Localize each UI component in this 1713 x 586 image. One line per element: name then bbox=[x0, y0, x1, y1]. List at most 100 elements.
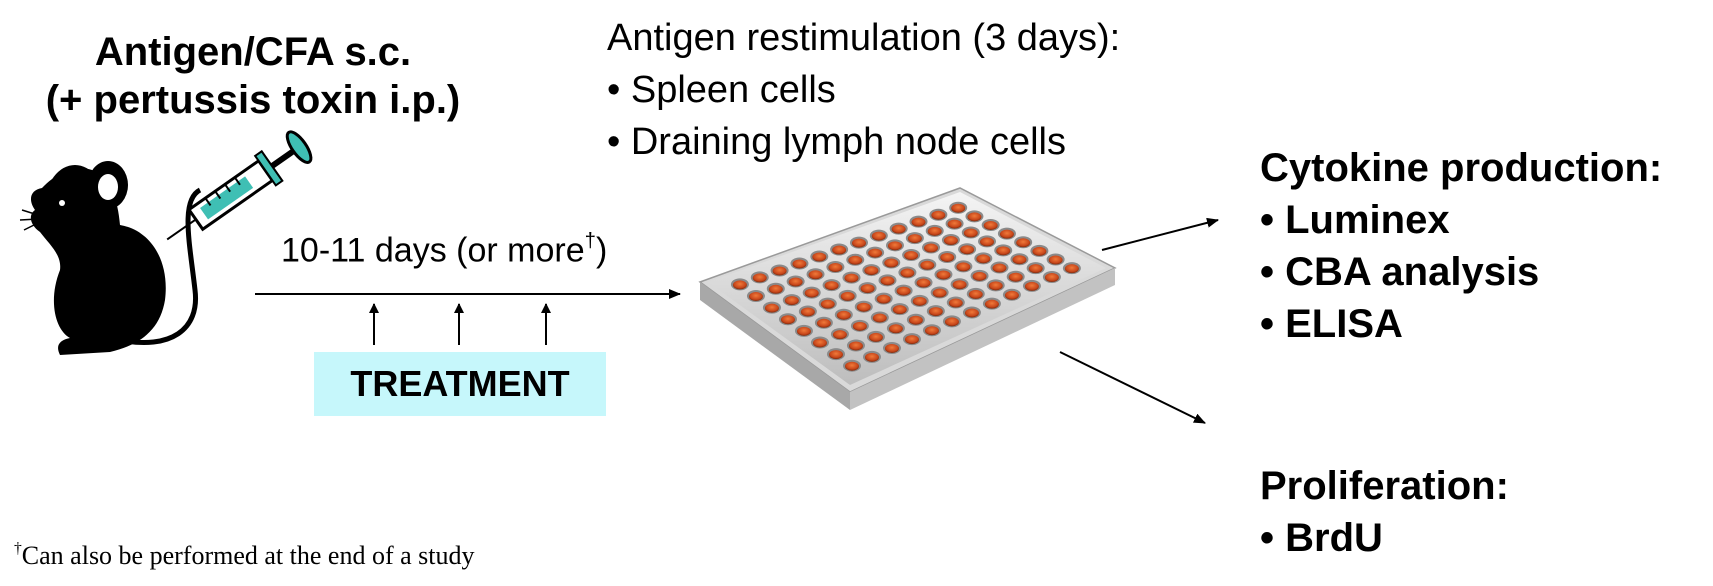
well bbox=[967, 212, 982, 222]
well bbox=[816, 318, 831, 328]
well bbox=[988, 281, 1003, 291]
well bbox=[960, 245, 975, 255]
duration-dagger: † bbox=[584, 230, 596, 252]
duration-text: 10-11 days (or more bbox=[281, 231, 585, 270]
well bbox=[1024, 281, 1039, 291]
well bbox=[920, 260, 935, 270]
proliferation-block: Proliferation: • BrdU bbox=[1260, 460, 1509, 564]
proliferation-item-brdu: • BrdU bbox=[1260, 516, 1383, 560]
well bbox=[812, 252, 827, 262]
well bbox=[947, 219, 962, 229]
well bbox=[1044, 273, 1059, 283]
well bbox=[992, 263, 1007, 273]
well bbox=[828, 263, 843, 273]
well bbox=[900, 268, 915, 278]
footnote-text: Can also be performed at the end of a st… bbox=[21, 540, 475, 570]
duration-label: 10-11 days (or more†) bbox=[281, 230, 607, 270]
well bbox=[983, 221, 998, 231]
well bbox=[1032, 246, 1047, 256]
well bbox=[888, 324, 903, 334]
well bbox=[764, 303, 779, 313]
well bbox=[884, 258, 899, 268]
restimulation-item-spleen: • Spleen cells bbox=[607, 69, 836, 111]
well bbox=[916, 278, 931, 288]
proliferation-heading: Proliferation: bbox=[1260, 464, 1509, 508]
well bbox=[948, 298, 963, 308]
well bbox=[828, 350, 843, 360]
well bbox=[907, 234, 922, 244]
mouse-icon bbox=[19, 161, 202, 355]
well bbox=[844, 361, 859, 371]
well bbox=[884, 343, 899, 353]
well bbox=[1008, 272, 1023, 282]
well bbox=[780, 315, 795, 325]
restimulation-item-lymph: • Draining lymph node cells bbox=[607, 121, 1066, 163]
cytokine-item-cba: • CBA analysis bbox=[1260, 250, 1540, 294]
well bbox=[864, 352, 879, 362]
well bbox=[1028, 264, 1043, 274]
well bbox=[1004, 290, 1019, 300]
arrow-to-cytokine bbox=[1101, 217, 1219, 251]
well bbox=[868, 332, 883, 342]
well bbox=[732, 280, 747, 290]
immunization-title: Antigen/CFA s.c. (+ pertussis toxin i.p.… bbox=[18, 28, 488, 124]
well bbox=[984, 299, 999, 309]
well bbox=[908, 315, 923, 325]
well bbox=[927, 226, 942, 236]
footnote-dagger: † bbox=[14, 540, 22, 557]
well bbox=[748, 292, 763, 302]
well bbox=[940, 252, 955, 262]
well bbox=[936, 270, 951, 280]
well bbox=[896, 286, 911, 296]
well bbox=[956, 262, 971, 272]
well bbox=[964, 308, 979, 318]
cytokine-item-luminex: • Luminex bbox=[1260, 198, 1450, 242]
well bbox=[891, 224, 906, 234]
well bbox=[932, 288, 947, 298]
well bbox=[943, 236, 958, 246]
well bbox=[788, 277, 803, 287]
well bbox=[752, 273, 767, 283]
well bbox=[924, 243, 939, 253]
well bbox=[1064, 264, 1079, 274]
well bbox=[980, 237, 995, 247]
restimulation-block: Antigen restimulation (3 days): • Spleen… bbox=[607, 12, 1120, 168]
well bbox=[912, 296, 927, 306]
treatment-label: TREATMENT bbox=[350, 363, 570, 404]
well bbox=[976, 254, 991, 264]
well bbox=[871, 231, 886, 241]
duration-close: ) bbox=[595, 231, 608, 270]
cytokine-block: Cytokine production: • Luminex • CBA ana… bbox=[1260, 142, 1662, 350]
well bbox=[812, 338, 827, 348]
well bbox=[844, 273, 859, 283]
well bbox=[808, 270, 823, 280]
well bbox=[1016, 238, 1031, 248]
well bbox=[1012, 255, 1027, 265]
well bbox=[768, 284, 783, 294]
well bbox=[820, 299, 835, 309]
well bbox=[880, 276, 895, 286]
well bbox=[824, 281, 839, 291]
well bbox=[951, 203, 966, 213]
well bbox=[887, 241, 902, 251]
treatment-box: TREATMENT bbox=[314, 352, 606, 416]
well bbox=[800, 307, 815, 317]
footnote: †Can also be performed at the end of a s… bbox=[14, 540, 475, 571]
well bbox=[848, 255, 863, 265]
well bbox=[784, 296, 799, 306]
well bbox=[999, 229, 1014, 239]
arrow-to-proliferation bbox=[1059, 351, 1206, 424]
well bbox=[851, 238, 866, 248]
well bbox=[872, 313, 887, 323]
immunization-line-1: Antigen/CFA s.c. bbox=[94, 30, 412, 74]
well bbox=[796, 326, 811, 336]
well bbox=[892, 305, 907, 315]
well bbox=[968, 289, 983, 299]
well bbox=[952, 280, 967, 290]
well bbox=[963, 228, 978, 238]
well bbox=[904, 251, 919, 261]
well bbox=[931, 210, 946, 220]
well bbox=[864, 266, 879, 276]
well-plate-icon bbox=[698, 187, 1117, 410]
